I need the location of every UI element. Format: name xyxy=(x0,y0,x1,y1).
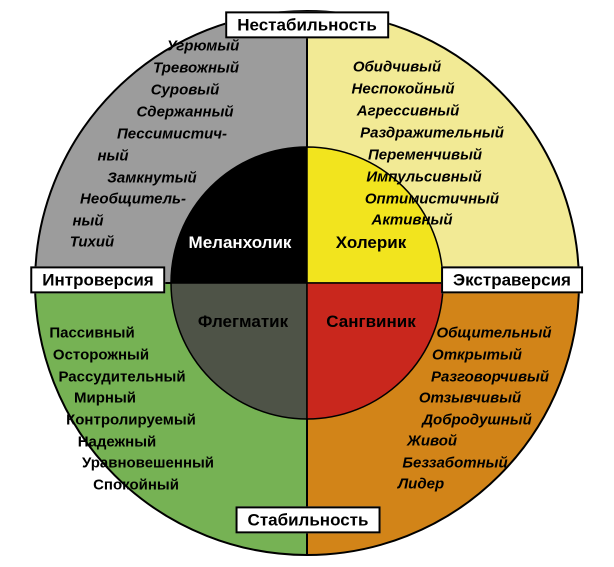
trait-sanguine: Живой xyxy=(406,432,458,450)
trait-choleric: Активный xyxy=(371,211,453,229)
trait-phlegmatic: Уравновешенный xyxy=(81,454,215,472)
inner-quadrant-phlegmatic xyxy=(170,282,308,420)
trait-choleric: Оптимистичный xyxy=(364,190,500,208)
trait-choleric: Агрессивный xyxy=(356,102,460,120)
trait-choleric: Импульсивный xyxy=(366,168,482,186)
trait-phlegmatic: Рассудительный xyxy=(58,368,186,386)
trait-sanguine: Добродушный xyxy=(422,411,532,429)
trait-phlegmatic: Спокойный xyxy=(93,476,179,494)
axis-label-introversion: Интроверсия xyxy=(30,266,166,294)
trait-phlegmatic: Надежный xyxy=(77,433,157,451)
trait-choleric: Раздражительный xyxy=(360,124,504,142)
trait-phlegmatic: Пассивный xyxy=(49,324,135,342)
quadrant-title-melancholic: Меланхолик xyxy=(188,233,292,252)
trait-sanguine: Лидер xyxy=(397,475,445,493)
axis-label-instability: Нестабильность xyxy=(225,11,389,39)
axis-label-extraversion: Экстраверсия xyxy=(441,266,583,294)
inner-quadrant-choleric xyxy=(306,146,444,284)
trait-melancholic: ный xyxy=(72,212,104,230)
trait-sanguine: Отзывчивый xyxy=(418,389,522,407)
trait-melancholic: Тихий xyxy=(69,233,115,251)
trait-melancholic: Пессимистич- xyxy=(116,125,228,143)
trait-melancholic: Суровый xyxy=(150,81,220,99)
trait-phlegmatic: Контролируемый xyxy=(66,411,196,429)
inner-quadrant-melancholic xyxy=(170,146,308,284)
quadrant-title-sanguine: Сангвиник xyxy=(326,312,416,331)
quadrant-title-choleric: Холерик xyxy=(335,233,407,252)
quadrant-title-phlegmatic: Флегматик xyxy=(197,312,289,331)
trait-sanguine: Беззаботный xyxy=(402,454,508,472)
trait-choleric: Обидчивый xyxy=(352,58,442,76)
trait-melancholic: Тревожный xyxy=(152,59,240,77)
trait-melancholic: ный xyxy=(97,147,129,165)
trait-sanguine: Разговорчивый xyxy=(430,368,550,386)
trait-sanguine: Общительный xyxy=(436,324,552,342)
trait-melancholic: Необщитель- xyxy=(80,190,186,208)
trait-melancholic: Угрюмый xyxy=(166,37,240,55)
trait-phlegmatic: Мирный xyxy=(74,389,136,407)
trait-choleric: Неспокойный xyxy=(351,80,455,98)
trait-melancholic: Сдержанный xyxy=(136,103,234,121)
trait-choleric: Переменчивый xyxy=(367,146,483,164)
axis-label-stability: Стабильность xyxy=(235,506,381,534)
trait-phlegmatic: Осторожный xyxy=(52,346,150,364)
inner-quadrant-sanguine xyxy=(306,282,444,420)
trait-melancholic: Замкнутый xyxy=(107,169,197,187)
trait-sanguine: Открытый xyxy=(432,346,522,364)
